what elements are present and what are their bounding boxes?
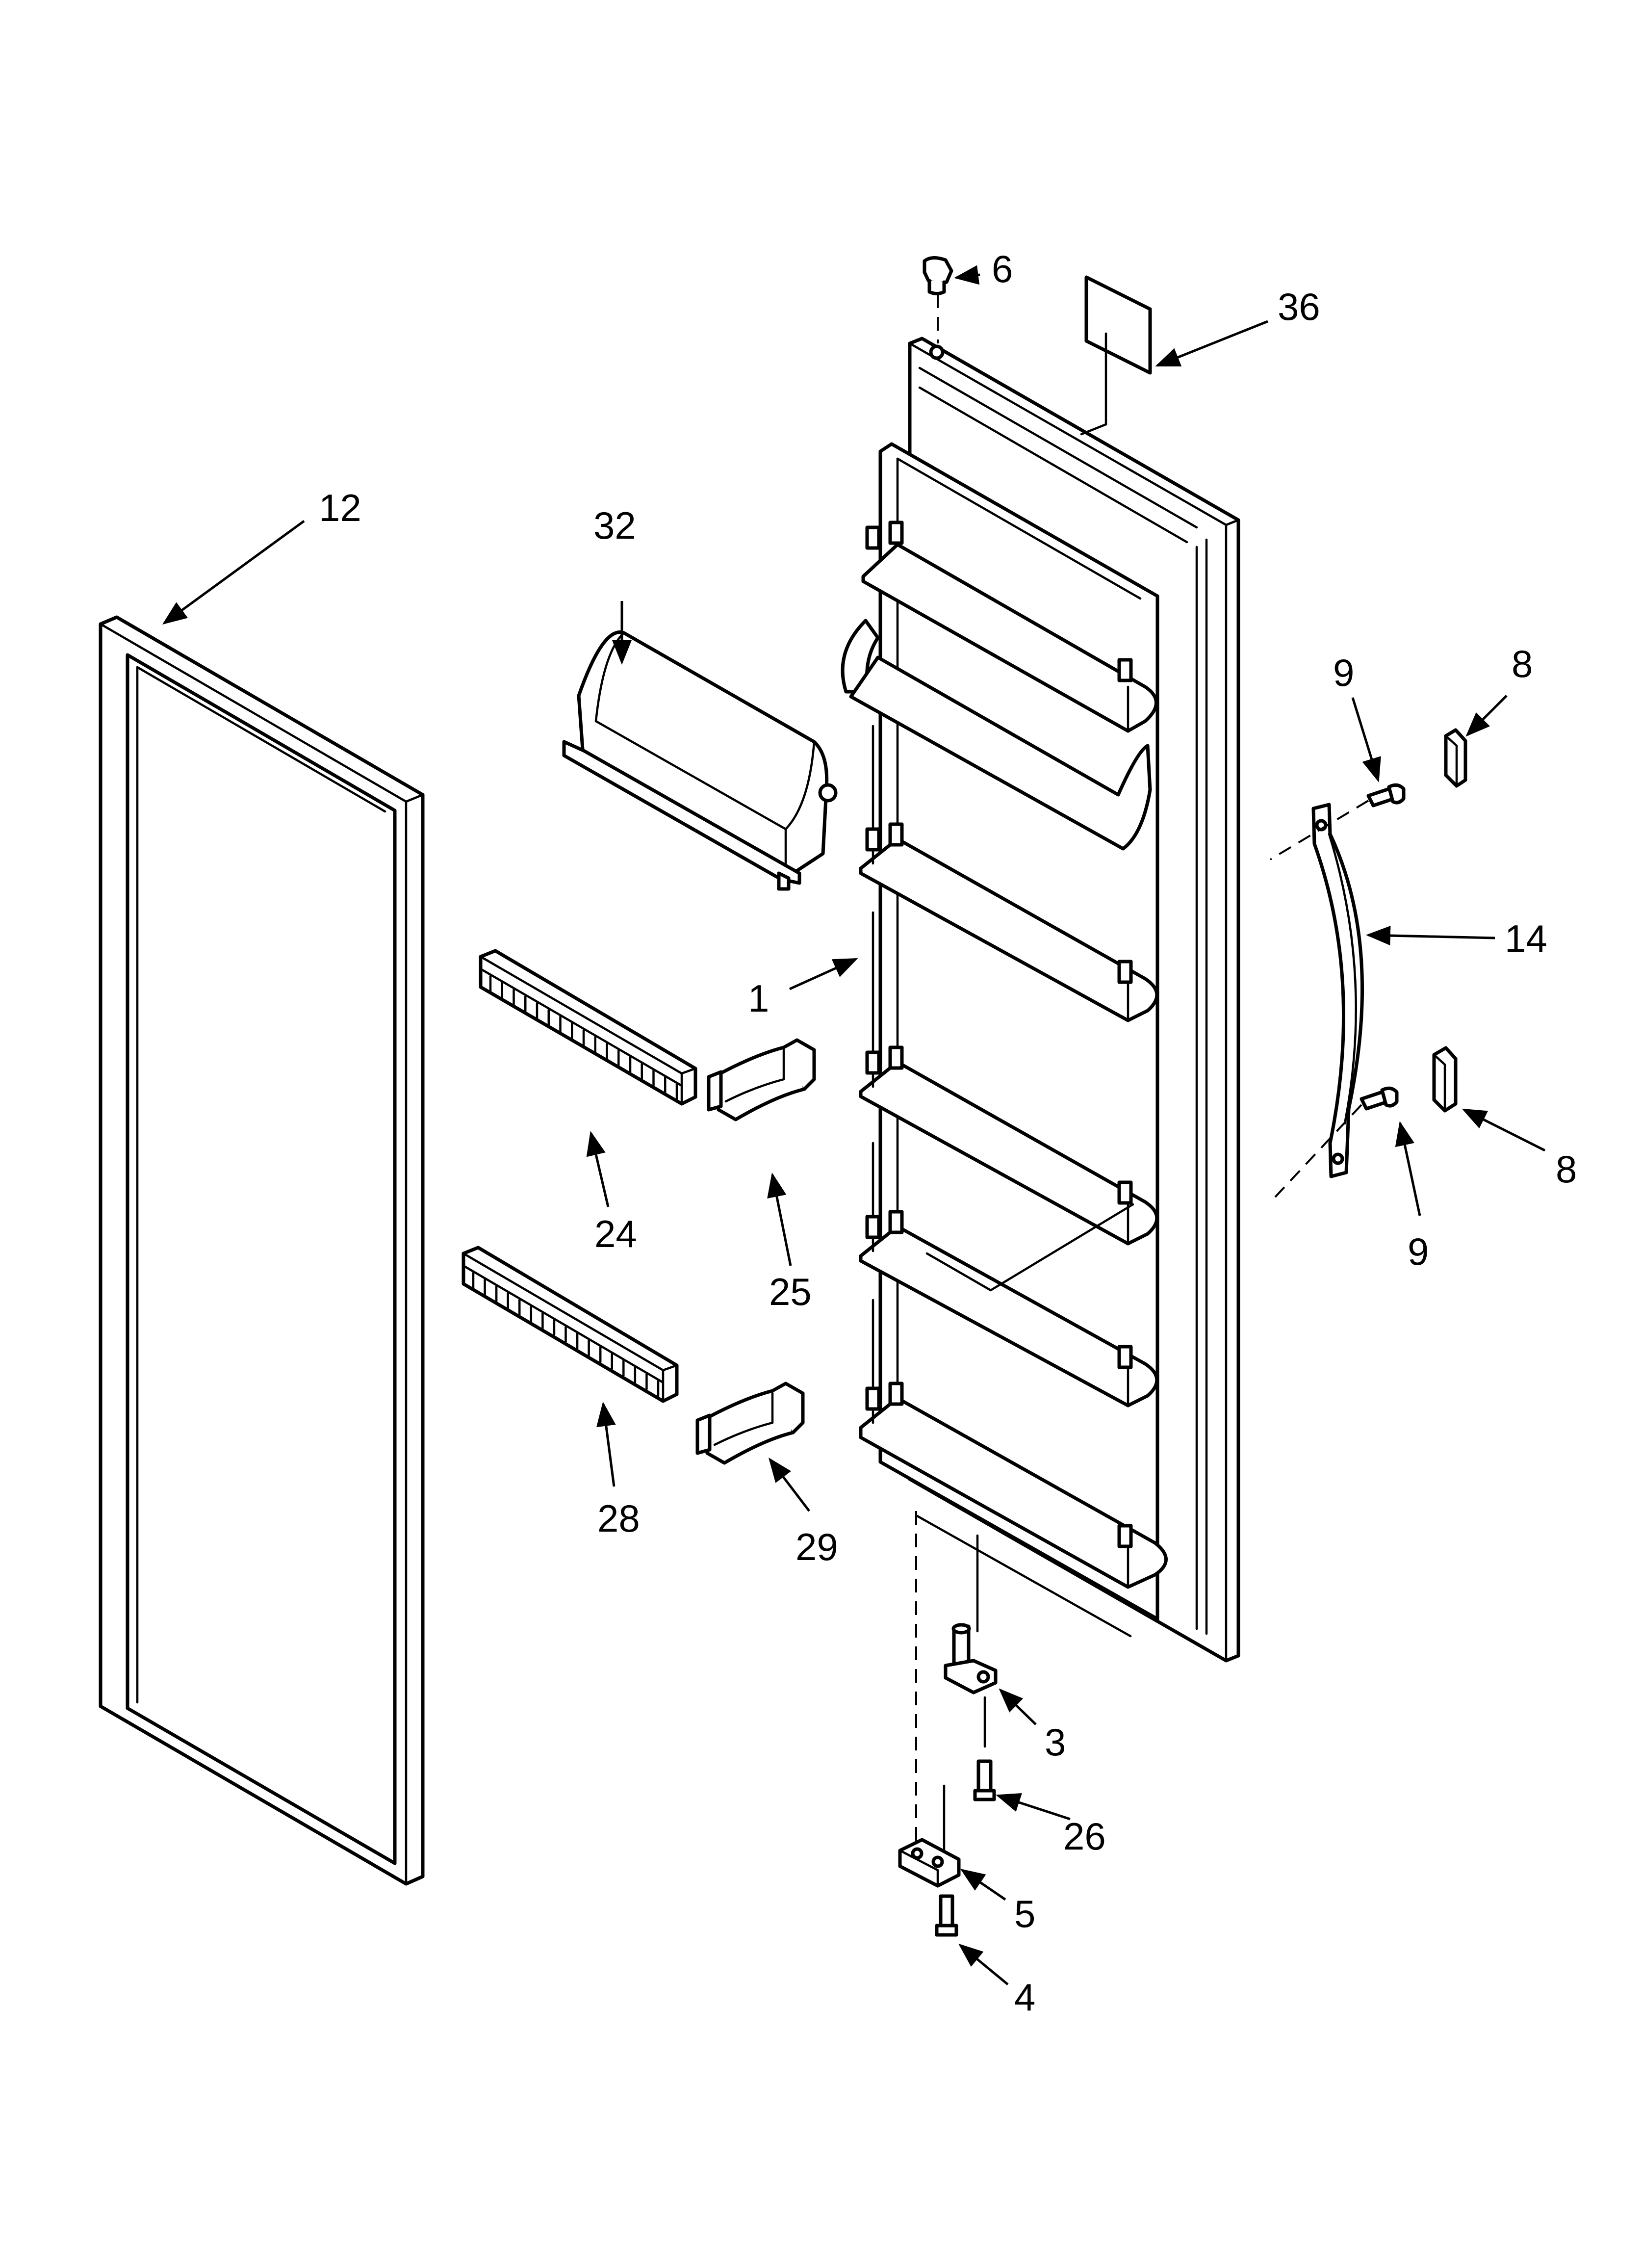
callout-5: 5: [1014, 1892, 1035, 1935]
shelf-clip: [865, 1050, 881, 1075]
hinge-screw: [973, 1759, 996, 1801]
callout-24: 24: [594, 1212, 637, 1255]
shelf-clip: [865, 1386, 881, 1411]
callout-9-upper: 9: [1333, 651, 1354, 694]
callout-14: 14: [1505, 917, 1547, 960]
callout-26: 26: [1063, 1815, 1106, 1858]
shelf-clip: [865, 525, 881, 550]
callout-labels: 6 36 12 32 9 8 14 1 24 25 8 9 28 29 3 26…: [319, 247, 1577, 2019]
callout-9-lower: 9: [1408, 1230, 1429, 1273]
refrigerator-door: [841, 337, 1240, 1663]
shelf-clip: [888, 1045, 904, 1070]
callout-8-upper: 8: [1512, 642, 1533, 685]
callout-4: 4: [1014, 1976, 1035, 2019]
callout-36: 36: [1278, 285, 1320, 328]
lower-end-cap: [695, 1382, 805, 1465]
door-gasket: [99, 615, 425, 1886]
handle-end-cap-upper: [1444, 728, 1467, 788]
shelf-clip: [888, 1210, 904, 1234]
callout-8-lower: 8: [1556, 1147, 1577, 1191]
callout-12: 12: [319, 486, 361, 529]
shelf-clip: [1117, 1345, 1133, 1369]
shelf-clip: [1117, 1180, 1133, 1205]
upper-shelf-rail: [479, 949, 697, 1106]
shelf-clip: [888, 521, 904, 545]
callout-1: 1: [748, 977, 769, 1020]
hinge-bracket: [898, 1838, 961, 1888]
callout-29: 29: [795, 1525, 838, 1568]
shelf-clip: [865, 827, 881, 852]
leader-lines: [162, 265, 1546, 1985]
callout-25: 25: [769, 1270, 812, 1313]
shelf-clip: [1117, 1524, 1133, 1548]
handle-screw-lower: [1274, 1086, 1399, 1198]
shelf-clip: [888, 1382, 904, 1406]
handle-screw-upper: [1269, 783, 1406, 860]
callout-6: 6: [992, 247, 1013, 290]
shelf-clip: [865, 1215, 881, 1239]
bracket-screw: [935, 1894, 958, 1937]
callout-28: 28: [597, 1497, 640, 1540]
shelf-clip: [1117, 960, 1133, 984]
hinge-bushing: [923, 256, 953, 360]
shelf-clip: [888, 822, 904, 847]
handle-end-cap-lower: [1432, 1046, 1458, 1113]
callout-32: 32: [593, 504, 636, 547]
bottom-hinge-pin: [944, 1623, 998, 1694]
rating-label: [1080, 275, 1152, 436]
dairy-door: [562, 630, 838, 891]
lower-shelf-rail: [462, 1246, 679, 1403]
shelf-clip: [1117, 658, 1133, 682]
callout-3: 3: [1045, 1721, 1066, 1764]
upper-end-cap: [707, 1038, 816, 1121]
door-handle: [1311, 803, 1364, 1178]
